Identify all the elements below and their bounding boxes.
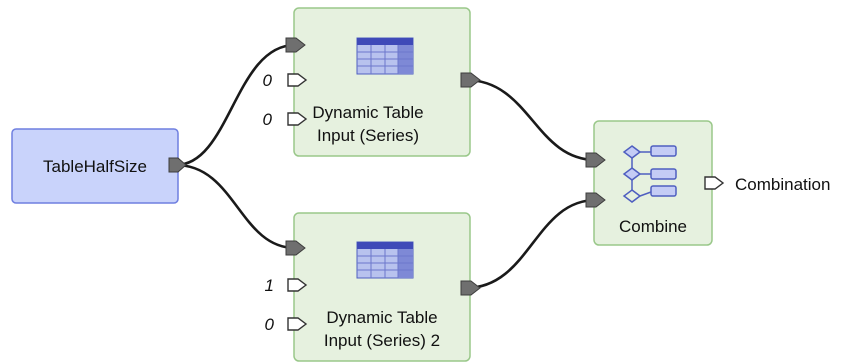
param-node-label: TableHalfSize xyxy=(43,157,147,176)
node-dynamic-table-input-series-2[interactable]: Dynamic Table Input (Series) 2 xyxy=(293,212,471,362)
combine-output-label: Combination xyxy=(735,175,830,194)
wire-table1-to-combine[interactable] xyxy=(465,78,597,162)
table1-input-index-b: 0 xyxy=(263,110,273,129)
combine-output-port[interactable] xyxy=(704,176,725,190)
table1-input-port-b[interactable] xyxy=(287,112,308,126)
node-label: Combine xyxy=(619,217,687,236)
node-label-line1: Dynamic Table xyxy=(312,103,423,122)
table-icon xyxy=(356,37,414,75)
wire-table2-to-combine[interactable] xyxy=(465,198,597,290)
combine-icon xyxy=(622,145,677,203)
node-label-line2: Input (Series) xyxy=(317,126,419,145)
table1-output-port[interactable] xyxy=(460,72,481,88)
table1-input-index-a: 0 xyxy=(263,71,273,90)
combine-input-port-a[interactable] xyxy=(585,152,606,168)
table1-input-port-a[interactable] xyxy=(287,73,308,87)
table2-input-index-a: 1 xyxy=(265,276,274,295)
table2-output-port[interactable] xyxy=(460,280,481,296)
table1-input-port-series[interactable] xyxy=(285,37,306,53)
table2-input-index-b: 0 xyxy=(265,315,275,334)
wire-param-to-table1[interactable] xyxy=(175,43,296,167)
node-label-line1: Dynamic Table xyxy=(326,308,437,327)
node-dynamic-table-input-series[interactable]: Dynamic Table Input (Series) xyxy=(293,7,471,157)
table2-input-port-b[interactable] xyxy=(287,317,308,331)
combine-input-port-b[interactable] xyxy=(585,192,606,208)
param-output-port[interactable] xyxy=(168,157,187,173)
table2-input-port-series[interactable] xyxy=(285,240,306,256)
table-icon xyxy=(356,241,414,279)
wire-param-to-table2[interactable] xyxy=(175,163,296,250)
node-combine[interactable]: Combine xyxy=(593,120,713,246)
param-node-tablehalfsize[interactable]: TableHalfSize xyxy=(11,128,179,204)
table2-input-port-a[interactable] xyxy=(287,278,308,292)
node-label-line2: Input (Series) 2 xyxy=(324,331,440,350)
